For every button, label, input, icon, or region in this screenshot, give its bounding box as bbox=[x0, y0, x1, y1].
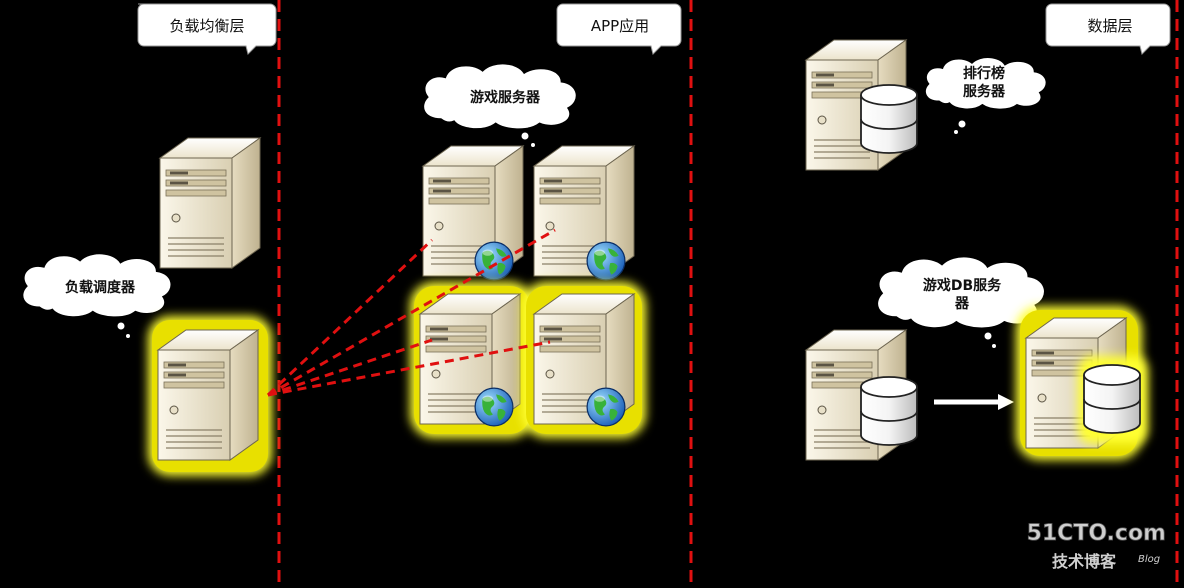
globe-icon bbox=[586, 387, 626, 427]
game-server-cloud: 游戏服务器 bbox=[422, 62, 578, 148]
database-icon bbox=[860, 376, 918, 446]
layer-tag-lb: 负载均衡层 bbox=[137, 3, 277, 55]
watermark: 51CTO.com 技术博客 Blog bbox=[1026, 521, 1166, 571]
gamedb-backup-server bbox=[805, 329, 918, 461]
active-game-server bbox=[410, 282, 534, 438]
dispatch-link bbox=[266, 238, 434, 397]
watermark-brand: 51CTO.com bbox=[1027, 521, 1166, 546]
layer-label-lb: 负载均衡层 bbox=[169, 17, 244, 35]
layer-tag-app: APP应用 bbox=[556, 3, 682, 55]
globe-icon bbox=[586, 241, 626, 281]
dispatch-link bbox=[267, 228, 556, 397]
active-dispatcher-server-icon bbox=[157, 329, 259, 461]
dispatch-link bbox=[267, 340, 551, 397]
rank-server bbox=[805, 39, 918, 171]
rank-cloud-label-line1: 排行榜 bbox=[963, 65, 1005, 82]
watermark-sub: 技术博客 bbox=[1052, 552, 1117, 571]
layer-label-app: APP应用 bbox=[591, 17, 649, 35]
watermark-blog: Blog bbox=[1138, 554, 1160, 565]
layer-tag-data: 数据层 bbox=[1045, 3, 1171, 55]
replication-arrow bbox=[934, 394, 1014, 410]
dispatch-links bbox=[266, 228, 556, 397]
gamedb-primary-server bbox=[1016, 306, 1148, 460]
standby-dispatcher-server-icon bbox=[159, 137, 261, 269]
globe-icon bbox=[474, 387, 514, 427]
gamedb-cloud: 游戏DB服务 器 bbox=[876, 255, 1046, 349]
rank-cloud: 排行榜 服务器 bbox=[924, 56, 1048, 135]
layer-dividers bbox=[277, 0, 1179, 588]
dispatcher-cloud: 负载调度器 bbox=[21, 252, 173, 339]
game-server-cloud-label: 游戏服务器 bbox=[470, 89, 541, 106]
dispatcher-cloud-label: 负载调度器 bbox=[65, 279, 136, 296]
database-icon bbox=[860, 84, 918, 154]
active-game-server bbox=[522, 282, 646, 438]
database-icon bbox=[1083, 364, 1141, 434]
gamedb-cloud-label-line1: 游戏DB服务 bbox=[923, 277, 1002, 294]
layer-label-data: 数据层 bbox=[1087, 17, 1132, 35]
gamedb-cloud-label-line2: 器 bbox=[954, 296, 970, 312]
rank-cloud-label-line2: 服务器 bbox=[963, 83, 1006, 100]
active-dispatcher-server bbox=[148, 316, 272, 476]
